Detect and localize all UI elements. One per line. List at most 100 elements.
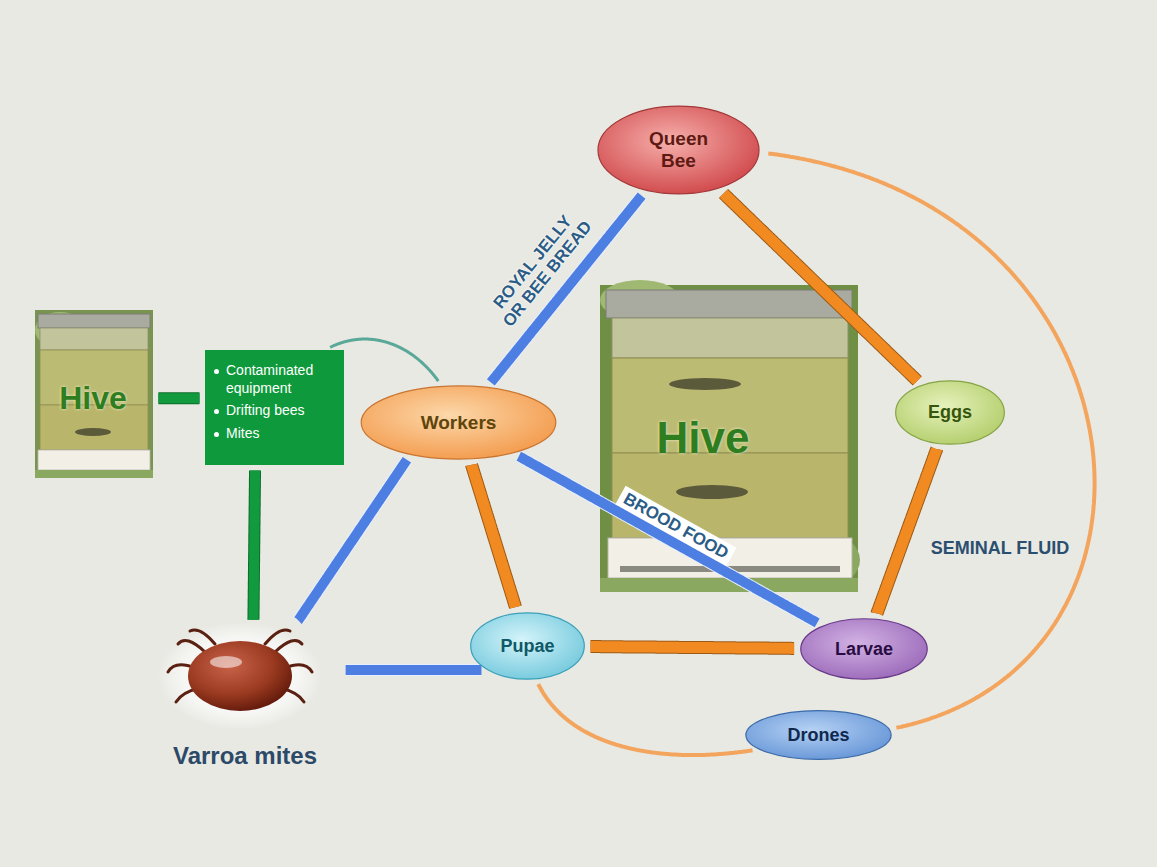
blue-arrow bbox=[519, 456, 817, 623]
arrow-shaft bbox=[724, 194, 918, 381]
mite-leg bbox=[190, 630, 215, 644]
bullet-dot bbox=[214, 409, 219, 414]
node-text-group: Queen Bee bbox=[643, 128, 715, 172]
node-text-group: Pupae bbox=[500, 636, 554, 657]
drones-ellipse: Drones bbox=[745, 710, 892, 760]
ocurve-arrow bbox=[538, 684, 752, 755]
blue-arrow bbox=[298, 460, 407, 621]
photo-glow bbox=[158, 622, 322, 730]
workers-ellipse: Workers bbox=[360, 385, 557, 460]
bullet-text: Mites bbox=[226, 425, 259, 443]
arrow-shaft bbox=[330, 339, 438, 381]
mite-leg bbox=[265, 630, 290, 644]
bullet-text: Drifting bees bbox=[226, 402, 305, 420]
arrow-outline bbox=[519, 456, 817, 623]
node-label: Eggs bbox=[928, 402, 972, 423]
arrow-shaft bbox=[253, 471, 255, 620]
edge-label: BROOD FOOD bbox=[616, 486, 737, 566]
eggs-ellipse: Eggs bbox=[895, 380, 1005, 445]
hive-photo-large bbox=[600, 280, 860, 592]
teal-arrow bbox=[330, 339, 438, 381]
green-arrow bbox=[158, 398, 199, 399]
bullet-row: Contaminated equipment bbox=[214, 362, 338, 397]
hive-photo-small bbox=[35, 310, 153, 478]
node-text-group: Hive bbox=[657, 413, 802, 464]
hive-cover bbox=[606, 290, 852, 318]
varroa-node: Varroa mites bbox=[150, 625, 340, 775]
arrow-shaft bbox=[519, 456, 817, 623]
hive-super bbox=[40, 328, 148, 350]
arrow-outline bbox=[158, 392, 199, 404]
handhold bbox=[676, 485, 748, 499]
hive-cover bbox=[38, 314, 150, 328]
green-arrow bbox=[253, 471, 255, 620]
pupae-ellipse: Pupae bbox=[470, 612, 585, 680]
queen-ellipse: Queen Bee bbox=[597, 105, 760, 195]
bullet-text: Contaminated equipment bbox=[226, 362, 338, 397]
arrow-shaft bbox=[298, 460, 407, 621]
node-text-group: Varroa mites bbox=[173, 742, 317, 775]
arrow-outline bbox=[298, 460, 407, 621]
orange-arrow bbox=[472, 465, 516, 607]
arrow-outline bbox=[472, 465, 516, 607]
orange-arrow bbox=[877, 449, 937, 613]
bullet-row: Mites bbox=[214, 425, 259, 443]
arrow-outline bbox=[346, 664, 482, 676]
node-label: Pupae bbox=[500, 636, 554, 657]
node-label: Larvae bbox=[835, 639, 893, 660]
arrow-shaft bbox=[591, 647, 795, 649]
ellipse-shape bbox=[801, 619, 927, 680]
node-text-group: Drones bbox=[787, 725, 849, 746]
handhold bbox=[669, 378, 741, 390]
handhold bbox=[75, 428, 111, 436]
ellipse-shape bbox=[471, 613, 585, 679]
bullet-dot bbox=[214, 369, 219, 374]
mite-leg bbox=[178, 640, 205, 652]
foliage bbox=[35, 310, 153, 478]
arrow-outline bbox=[877, 449, 937, 613]
node-label: Drones bbox=[787, 725, 849, 746]
bullet-dot bbox=[214, 432, 219, 437]
hive-photo-node: Hive bbox=[35, 310, 153, 478]
node-text-group: Contaminated equipmentDrifting beesMites bbox=[205, 350, 344, 453]
blue-arrow bbox=[346, 670, 482, 671]
edge-label: ROYAL JELLY OR BEE BREAD bbox=[483, 204, 597, 332]
hive-base bbox=[38, 450, 150, 470]
arrow-shaft bbox=[538, 684, 752, 755]
arrow-shaft bbox=[158, 393, 199, 403]
ellipse-shape bbox=[746, 711, 891, 760]
node-text-group: Hive bbox=[59, 372, 129, 417]
mite-leg bbox=[275, 640, 302, 652]
mite-shine bbox=[210, 656, 242, 668]
hive-super bbox=[612, 318, 848, 358]
caption-label: Varroa mites bbox=[173, 742, 317, 770]
node-text-group: Workers bbox=[421, 412, 497, 434]
orange-arrow bbox=[724, 194, 918, 381]
mite-body bbox=[188, 641, 292, 711]
node-text-group: Larvae bbox=[835, 639, 893, 660]
arrow-shaft bbox=[877, 449, 937, 613]
arrow-shaft bbox=[472, 465, 516, 607]
ellipse-shape bbox=[598, 106, 759, 194]
arrow-shaft bbox=[768, 154, 1094, 728]
cause-box: Contaminated equipmentDrifting beesMites bbox=[205, 350, 344, 465]
grass bbox=[35, 470, 153, 478]
foliage bbox=[600, 285, 858, 592]
ellipse-shape bbox=[896, 381, 1005, 444]
hive-label: Hive bbox=[657, 413, 750, 464]
larvae-ellipse: Larvae bbox=[800, 618, 928, 680]
arrow-outline bbox=[591, 647, 795, 649]
orange-arrow bbox=[591, 647, 795, 649]
bullet-row: Drifting bees bbox=[214, 402, 305, 420]
arrow-shaft bbox=[346, 665, 482, 675]
ellipse-shape bbox=[361, 386, 556, 459]
node-label: Workers bbox=[421, 412, 497, 434]
arrow-outline bbox=[253, 471, 255, 620]
node-text-group: Eggs bbox=[928, 402, 972, 423]
varroa-mite-picture bbox=[158, 622, 322, 730]
arrow-outline bbox=[724, 194, 918, 381]
edge-label: SEMINAL FLUID bbox=[926, 537, 1075, 559]
hive-label: Hive bbox=[59, 380, 127, 417]
